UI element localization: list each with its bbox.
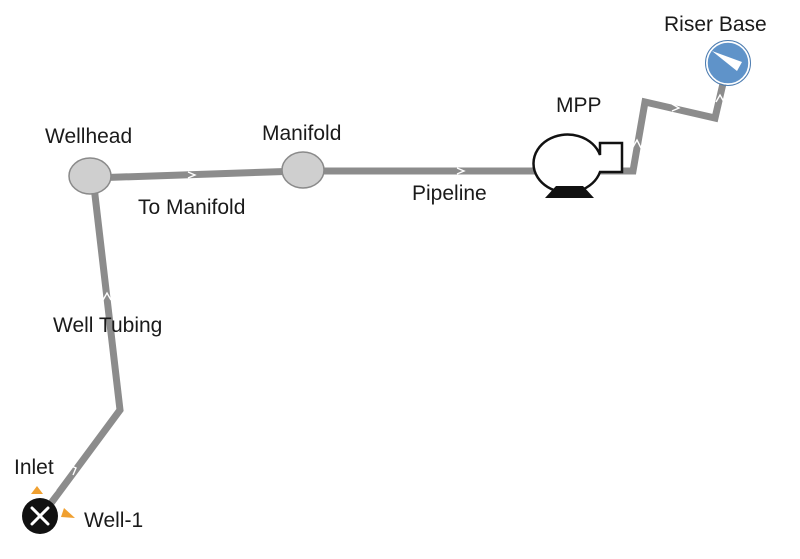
inlet-marker-icon <box>61 508 75 518</box>
flow-arrow-icon <box>671 103 681 112</box>
inlet-label: Inlet <box>14 456 54 479</box>
inlet-marker-icon <box>31 486 43 494</box>
flow-arrow-icon <box>715 93 725 103</box>
pipeline-label: Pipeline <box>412 182 487 205</box>
manifold-label: Manifold <box>262 122 342 145</box>
well-source-icon[interactable] <box>22 498 58 534</box>
to-manifold-label: To Manifold <box>138 196 246 219</box>
mpp-label: MPP <box>556 94 602 117</box>
flow-arrow-icon <box>187 171 197 179</box>
multiphase-pump-icon[interactable] <box>532 133 624 198</box>
well-tubing-label: Well Tubing <box>53 314 163 337</box>
riser-sink-icon[interactable] <box>705 40 751 86</box>
manifold-node-icon[interactable] <box>281 151 325 189</box>
well-1-label: Well-1 <box>84 509 144 532</box>
flow-arrow-icon <box>632 138 642 149</box>
well-tubing-pipe[interactable] <box>43 177 124 513</box>
to-manifold-pipe[interactable] <box>91 167 301 182</box>
wellhead-node-icon[interactable] <box>68 157 112 195</box>
flow-arrow-icon <box>68 464 77 476</box>
wellhead-label: Wellhead <box>45 125 133 148</box>
riser-base-label: Riser Base <box>664 13 767 36</box>
flow-arrow-icon <box>456 167 466 175</box>
flow-arrow-icon <box>102 291 112 301</box>
